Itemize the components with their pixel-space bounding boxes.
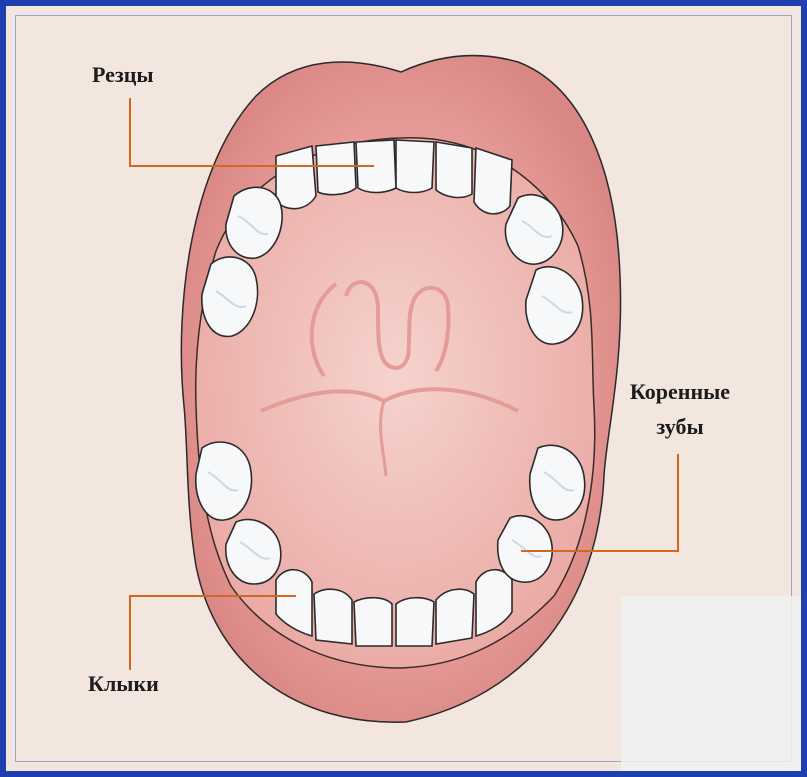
upper-canine-left (276, 146, 316, 209)
lower-incisor-2 (396, 598, 434, 646)
label-canines: Клыки (88, 671, 159, 697)
upper-incisor-3 (316, 142, 356, 195)
background-patch (621, 596, 806, 776)
lower-incisor-3 (314, 589, 352, 644)
lower-incisor-4 (436, 589, 474, 644)
lower-molar-left (196, 442, 252, 520)
upper-canine-right (474, 148, 512, 214)
upper-incisor-2 (396, 140, 434, 193)
label-molars-line-1: Коренные (606, 379, 754, 405)
label-molars-line-2: зубы (606, 414, 754, 440)
lower-incisor-1 (354, 598, 392, 646)
label-incisors: Резцы (92, 62, 154, 88)
upper-incisor-4 (436, 142, 472, 197)
label-molars: Коренные зубы (606, 379, 754, 440)
